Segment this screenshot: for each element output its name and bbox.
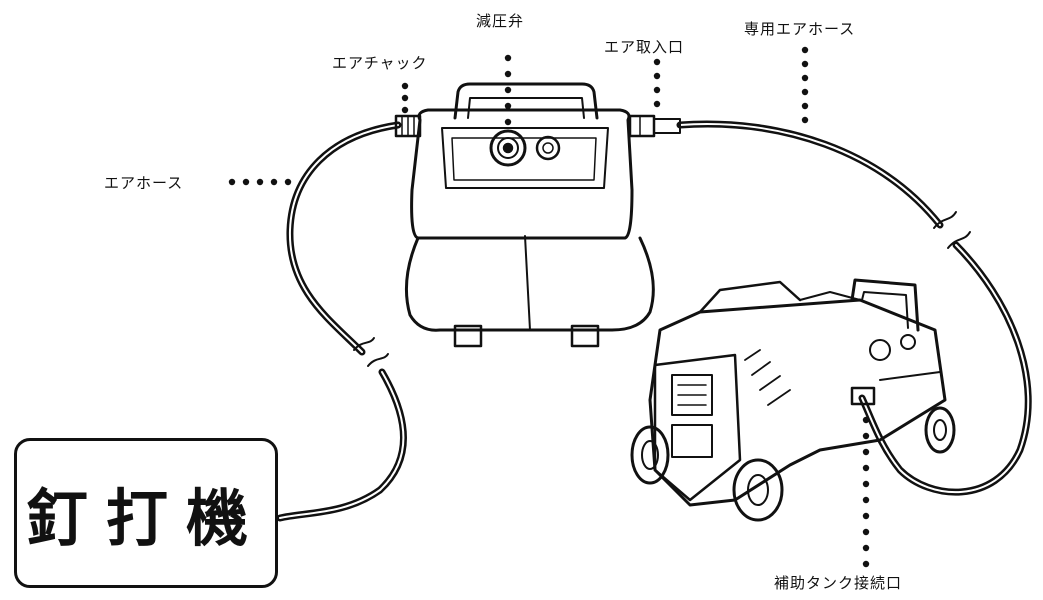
label-air-hose: エアホース: [104, 174, 184, 192]
label-air-chuck: エアチャック: [332, 54, 428, 72]
label-pressure-valve: 減圧弁: [476, 12, 525, 30]
pressure-gauge: [535, 135, 561, 161]
aux-tank-connection-fitting: [850, 386, 876, 406]
aux-air-tank: [394, 82, 681, 348]
air-hose: [276, 121, 407, 522]
label-aux-tank-port: 補助タンク接続口: [774, 574, 903, 592]
compressor: [630, 278, 956, 522]
label-dedicated-air-hose: 専用エアホース: [744, 20, 856, 38]
air-intake-fitting: [628, 114, 681, 138]
dedicated-air-hose: [676, 120, 1032, 496]
pressure-valve-knob: [489, 129, 527, 167]
leader-lines: [228, 46, 870, 568]
nailer-label: 釘打機: [25, 482, 266, 555]
air-chuck-fitting: [394, 114, 422, 138]
label-air-intake: エア取入口: [604, 38, 685, 56]
nailer-box: 釘打機: [14, 438, 278, 588]
